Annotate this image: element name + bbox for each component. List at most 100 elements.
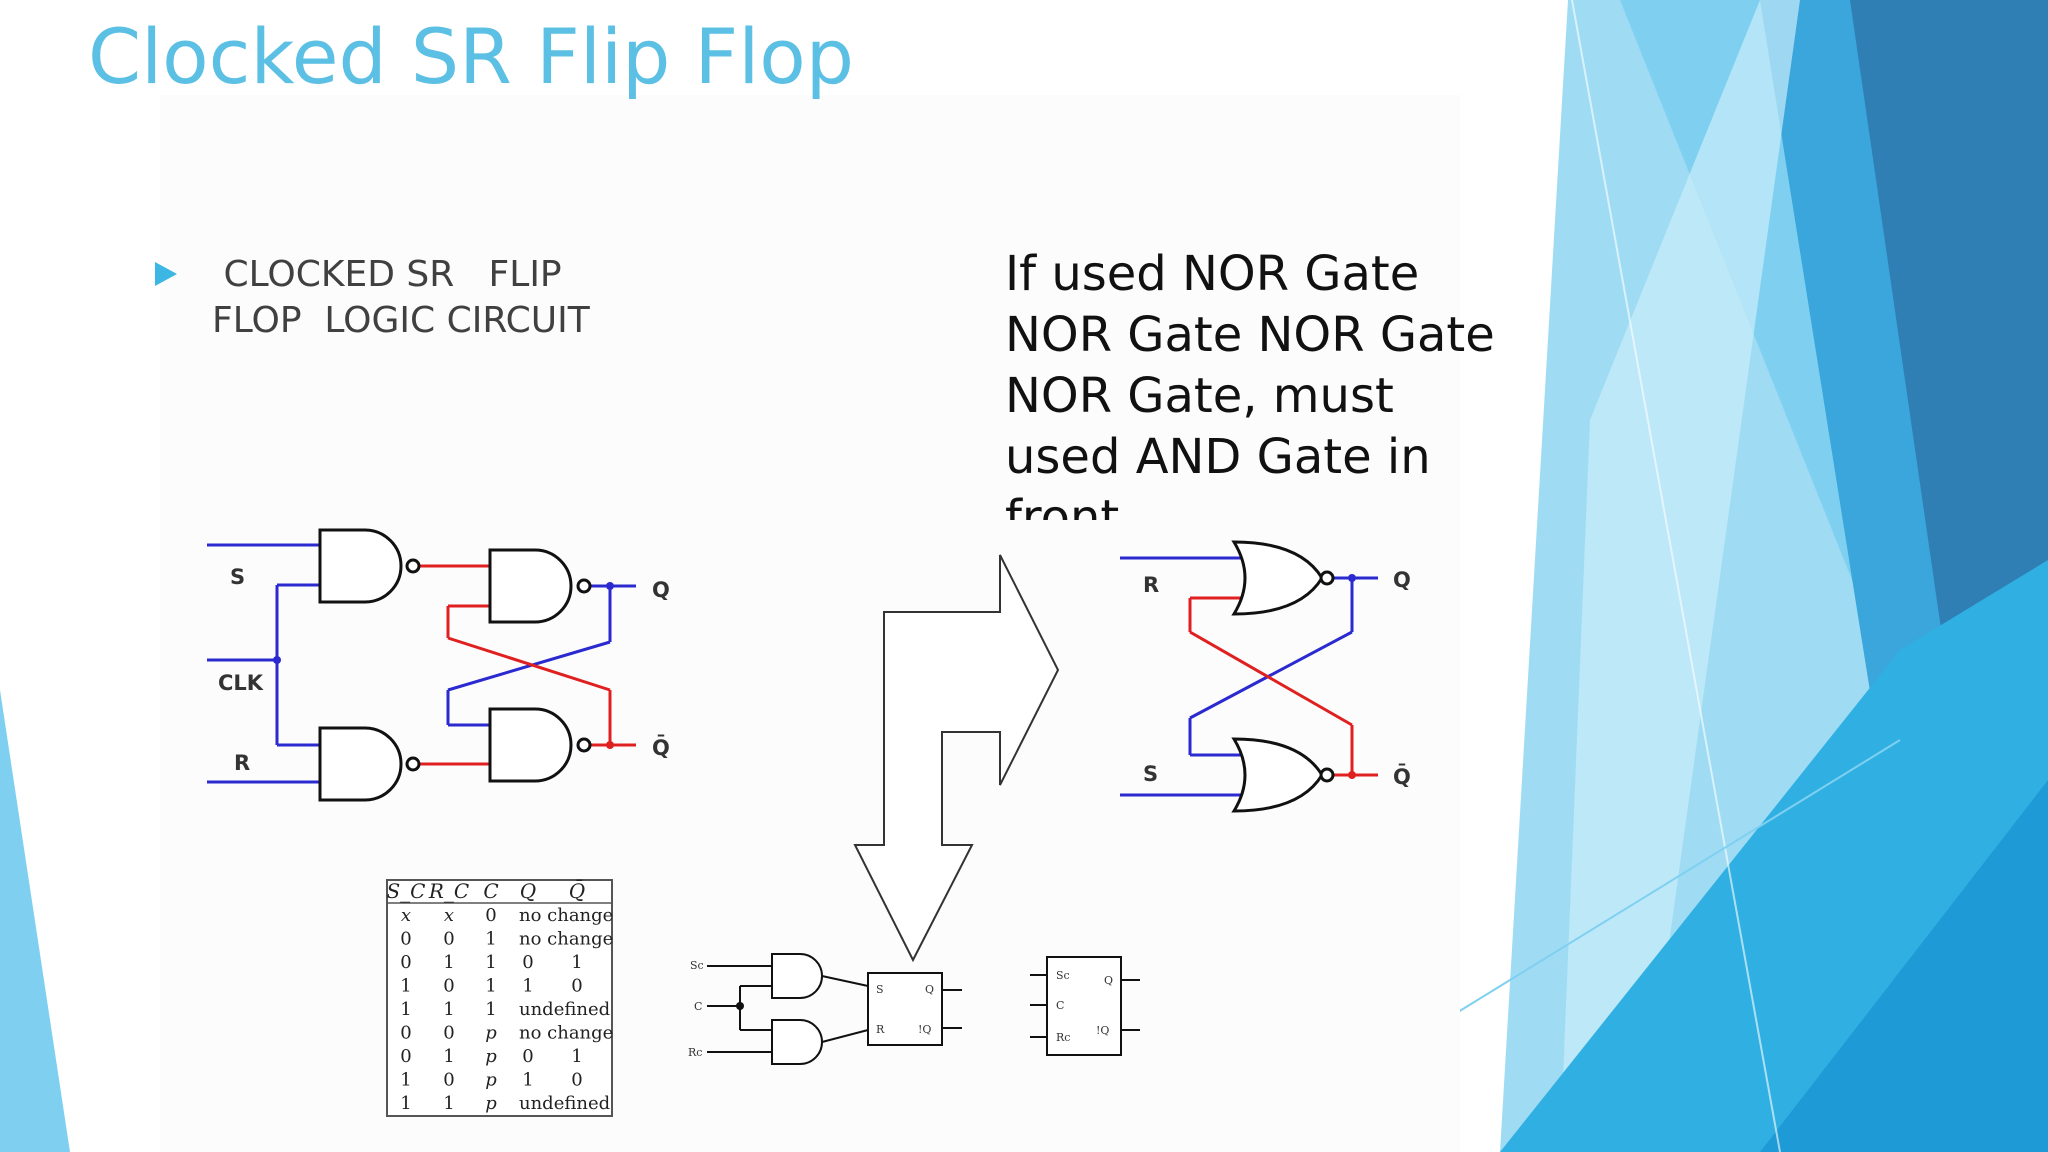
note-text: If used NOR Gate NOR Gate NOR Gate NOR G… bbox=[1005, 246, 1495, 520]
table-cell: 0 bbox=[443, 1023, 454, 1044]
nor-gate-qbar bbox=[1231, 737, 1324, 813]
nand-flip-flop-circuit bbox=[207, 528, 636, 802]
table-cell: 1 bbox=[485, 976, 496, 997]
nand-label-clk: CLK bbox=[218, 671, 264, 695]
nand-gate-q bbox=[488, 548, 573, 624]
table-cell: 0 bbox=[400, 929, 411, 950]
table-cell: 1 bbox=[571, 952, 582, 973]
nor-latch-circuit bbox=[1120, 540, 1378, 813]
table-cell: x bbox=[401, 905, 411, 926]
nor-label-r: R bbox=[1143, 573, 1159, 597]
table-cell: 1 bbox=[522, 976, 533, 997]
table-header-cell: S_C bbox=[386, 879, 425, 903]
nor-label-qbar: Q̄ bbox=[1393, 764, 1411, 789]
symbol-pin-nq: !Q bbox=[1096, 1024, 1109, 1037]
table-cell: p bbox=[485, 1023, 497, 1044]
table-cell: 1 bbox=[443, 999, 454, 1020]
nand-label-s: S bbox=[230, 565, 245, 589]
block-input-c: C bbox=[694, 1000, 702, 1013]
slide-title: Clocked SR Flip Flop bbox=[88, 12, 855, 101]
table-row: x x 0 no change bbox=[401, 905, 613, 926]
table-header-cell: C bbox=[483, 879, 498, 903]
table-cell: no change bbox=[519, 905, 613, 926]
symbol-pin-rc: Rc bbox=[1056, 1031, 1070, 1044]
arrow-shape bbox=[853, 554, 1060, 963]
table-cell: 0 bbox=[400, 952, 411, 973]
block-pin-nq: !Q bbox=[918, 1023, 931, 1036]
table-cell: 1 bbox=[400, 999, 411, 1020]
table-cell: 1 bbox=[485, 952, 496, 973]
flip-flop-symbol bbox=[1030, 956, 1140, 1056]
table-cell: 1 bbox=[443, 1093, 454, 1114]
nand-label-r: R bbox=[234, 751, 250, 775]
table-cell: no change bbox=[519, 929, 613, 950]
symbol-pin-c: C bbox=[1056, 999, 1064, 1012]
table-cell: 0 bbox=[400, 1046, 411, 1067]
table-row: 1 0 p 1 0 bbox=[400, 1070, 582, 1091]
table-cell: x bbox=[444, 905, 454, 926]
symbol-pin-sc: Sc bbox=[1056, 969, 1070, 982]
table-cell: 1 bbox=[485, 929, 496, 950]
deco-line bbox=[1571, 0, 1781, 1152]
block-input-rc: Rc bbox=[688, 1046, 702, 1059]
table-row: 0 0 1 no change bbox=[400, 929, 613, 950]
table-cell: 0 bbox=[400, 1023, 411, 1044]
table-row: 0 0 p no change bbox=[400, 1023, 613, 1044]
table-cell: 1 bbox=[485, 999, 496, 1020]
nor-label-q: Q bbox=[1393, 568, 1411, 592]
table-cell: 1 bbox=[400, 976, 411, 997]
table-cell: 1 bbox=[522, 1070, 533, 1091]
table-cell: 0 bbox=[443, 976, 454, 997]
table-cell: 1 bbox=[400, 1093, 411, 1114]
table-cell: p bbox=[485, 1046, 497, 1067]
bullet-text: CLOCKED SR FLIP FLOP LOGIC CIRCUIT bbox=[212, 254, 590, 341]
nand-gate-qbar bbox=[488, 707, 573, 783]
nand-label-qbar: Q̄ bbox=[652, 735, 670, 760]
deco-panel-pale bbox=[1560, 0, 1800, 1152]
deco-panel-left bbox=[0, 690, 70, 1152]
table-cell: 0 bbox=[571, 976, 582, 997]
table-header-cell: Q̄ bbox=[569, 878, 585, 903]
block-diagram bbox=[707, 953, 962, 1065]
table-cell: p bbox=[485, 1070, 497, 1091]
table-header-cell: R_C bbox=[428, 879, 469, 903]
nor-gate-q bbox=[1231, 540, 1324, 616]
table-cell: no change bbox=[519, 1023, 613, 1044]
nand-gate-s bbox=[318, 528, 403, 604]
table-cell: 0 bbox=[522, 952, 533, 973]
table-row: 1 1 1 undefined bbox=[400, 999, 610, 1020]
table-cell: undefined bbox=[519, 1093, 610, 1114]
table-cell: 1 bbox=[571, 1046, 582, 1067]
table-row: 0 1 1 0 1 bbox=[400, 952, 582, 973]
block-pin-q: Q bbox=[925, 983, 934, 996]
table-cell: undefined bbox=[519, 999, 610, 1020]
block-input-sc: Sc bbox=[690, 959, 704, 972]
table-cell: 0 bbox=[485, 905, 496, 926]
table-cell: 0 bbox=[522, 1046, 533, 1067]
note-box: If used NOR Gate NOR Gate NOR Gate NOR G… bbox=[1005, 244, 1505, 520]
table-row: 1 0 1 1 0 bbox=[400, 976, 582, 997]
table-cell: p bbox=[485, 1093, 497, 1114]
table-cell: 1 bbox=[400, 1070, 411, 1091]
table-cell: 1 bbox=[443, 952, 454, 973]
nand-gate-r bbox=[318, 726, 403, 802]
table-cell: 0 bbox=[443, 929, 454, 950]
symbol-pin-q: Q bbox=[1104, 974, 1113, 987]
deco-line-2 bbox=[1444, 739, 1901, 1021]
table-cell: 0 bbox=[443, 1070, 454, 1091]
bullet-marker-icon bbox=[155, 262, 177, 286]
table-cell: 1 bbox=[443, 1046, 454, 1067]
table-row: 1 1 p undefined bbox=[400, 1093, 610, 1114]
block-pin-s: S bbox=[876, 983, 884, 996]
nor-label-s: S bbox=[1143, 762, 1158, 786]
block-pin-r: R bbox=[876, 1023, 885, 1036]
table-header-cell: Q bbox=[520, 879, 536, 903]
nand-label-q: Q bbox=[652, 578, 670, 602]
table-row: 0 1 p 0 1 bbox=[400, 1046, 582, 1067]
table-cell: 0 bbox=[571, 1070, 582, 1091]
deco-panel-bottom-dark bbox=[1760, 780, 2048, 1152]
